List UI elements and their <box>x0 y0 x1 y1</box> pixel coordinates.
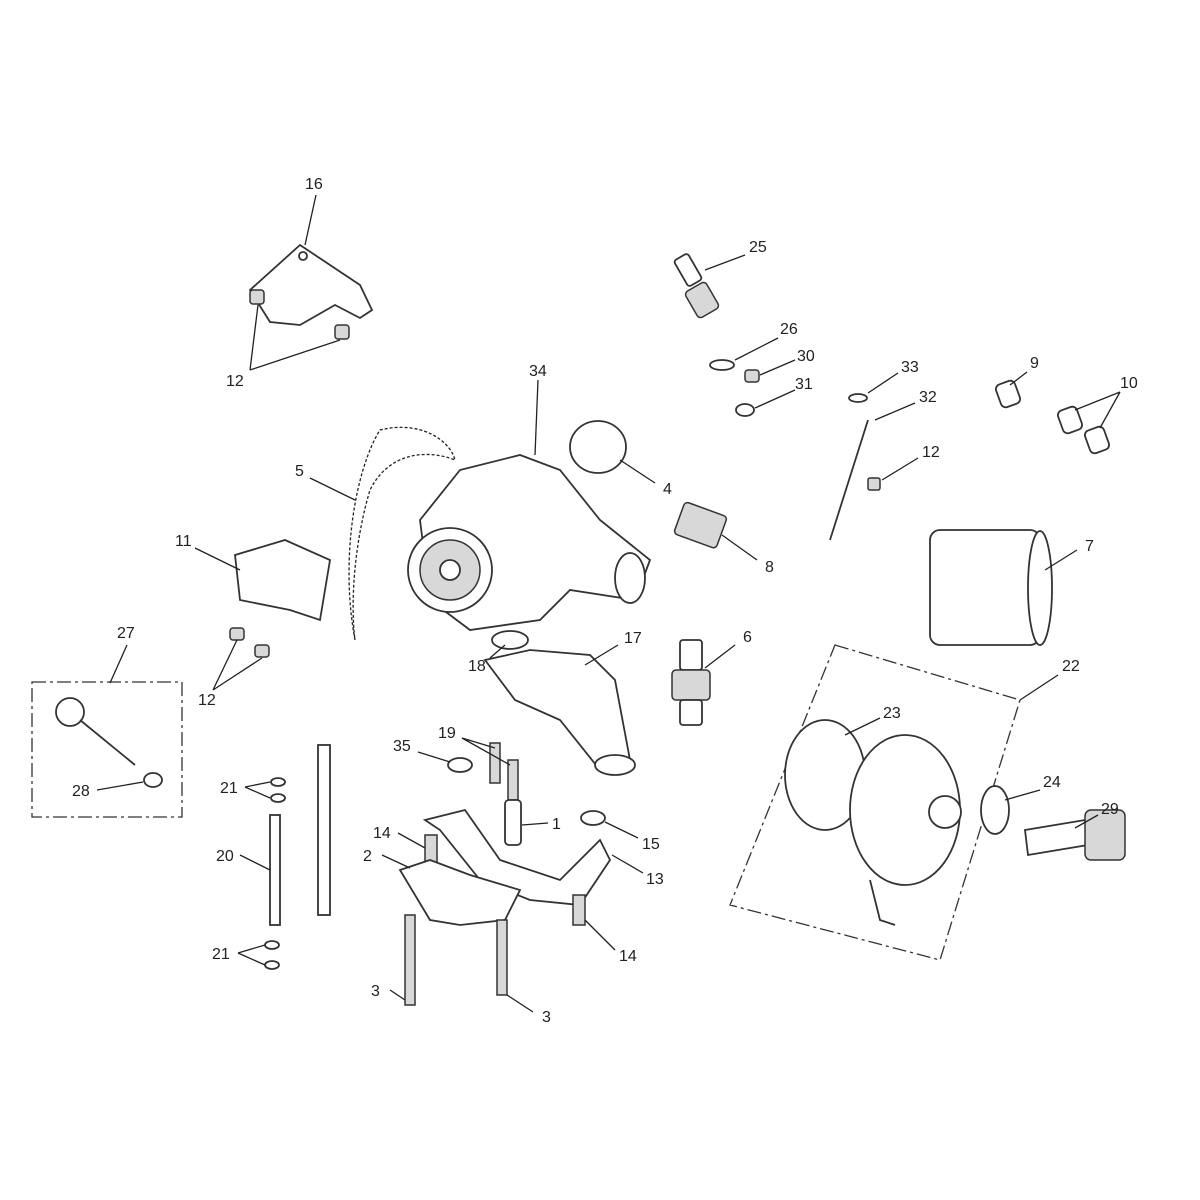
washer-24 <box>980 785 1010 835</box>
leader-lines <box>96 194 1121 1013</box>
bracket-11 <box>234 539 332 622</box>
callout-15: 15 <box>642 836 660 853</box>
callout-12: 12 <box>922 444 940 461</box>
callout-7: 7 <box>1085 538 1094 555</box>
dowel-9 <box>995 379 1021 409</box>
washer-35 <box>447 757 473 773</box>
callout-26: 26 <box>780 321 798 338</box>
pipe-13 <box>422 808 612 906</box>
plug-30 <box>744 369 760 383</box>
dipstick-tube-32 <box>829 419 869 541</box>
callout-2: 2 <box>363 848 372 865</box>
washer-26 <box>709 359 735 371</box>
dowel-10b <box>1084 425 1110 455</box>
bolt-12-left-b <box>254 644 270 658</box>
callout-32: 32 <box>919 389 937 406</box>
bolt-19b <box>507 759 519 801</box>
callout-34: 34 <box>529 363 547 380</box>
washer-33 <box>848 393 868 403</box>
oil-pickup-17 <box>483 649 636 776</box>
callout-20: 20 <box>216 848 234 865</box>
callout-35: 35 <box>393 738 411 755</box>
callout-14: 14 <box>373 825 391 842</box>
callout-5: 5 <box>295 463 304 480</box>
callout-17: 17 <box>624 630 642 647</box>
callout-12: 12 <box>198 692 216 709</box>
bolt-3b <box>496 919 508 996</box>
adaptor-8 <box>673 501 728 549</box>
callout-25: 25 <box>749 239 767 256</box>
callout-1: 1 <box>552 816 561 833</box>
callout-9: 9 <box>1030 355 1039 372</box>
callout-14: 14 <box>619 948 637 965</box>
callout-21: 21 <box>220 780 238 797</box>
bolt-12-right <box>867 477 881 491</box>
long-bolt <box>317 744 331 916</box>
dowel-1 <box>504 799 522 846</box>
washer-31 <box>735 403 755 417</box>
bolt-3a <box>404 914 416 1006</box>
callout-29: 29 <box>1101 801 1119 818</box>
callout-30: 30 <box>797 348 815 365</box>
banjo-bolt-29 <box>1024 809 1126 861</box>
callout-28: 28 <box>72 783 90 800</box>
callout-31: 31 <box>795 376 813 393</box>
chain-5 <box>348 426 456 641</box>
stud-20 <box>269 814 281 926</box>
callout-24: 24 <box>1043 774 1061 791</box>
dowel-10a <box>1057 405 1083 435</box>
kit-box-22 <box>729 644 1021 961</box>
cover-plate-16 <box>248 243 374 326</box>
callout-33: 33 <box>901 359 919 376</box>
callout-16: 16 <box>305 176 323 193</box>
o-ring-15 <box>580 810 606 826</box>
callout-4: 4 <box>663 481 672 498</box>
callout-10: 10 <box>1120 375 1138 392</box>
pressure-switch-25 <box>673 253 720 319</box>
callout-12: 12 <box>226 373 244 390</box>
callout-23: 23 <box>883 705 901 722</box>
bolt-12-left-a <box>229 627 245 641</box>
washers-21 <box>264 777 286 970</box>
pressure-relief-valve-27 <box>55 697 163 788</box>
o-ring-4 <box>569 420 627 474</box>
callout-3: 3 <box>542 1009 551 1026</box>
callout-8: 8 <box>765 559 774 576</box>
oil-pump-34 <box>407 454 652 631</box>
callout-18: 18 <box>468 658 486 675</box>
callout-22: 22 <box>1062 658 1080 675</box>
kit-box-27 <box>31 681 183 818</box>
callout-19: 19 <box>438 725 456 742</box>
callout-labels: 16 12 25 26 30 31 34 33 32 9 10 12 4 5 8… <box>72 176 1138 1026</box>
callout-11: 11 <box>175 533 192 550</box>
oil-cooler-22 <box>849 734 962 926</box>
bolt-14b <box>572 894 586 926</box>
bolt-19a <box>489 742 501 784</box>
callout-27: 27 <box>117 625 135 642</box>
oil-filter-7 <box>929 529 1053 646</box>
callout-13: 13 <box>646 871 664 888</box>
bolts-12-top <box>249 289 350 340</box>
callout-6: 6 <box>743 629 752 646</box>
callout-3: 3 <box>371 983 380 1000</box>
sender-6 <box>671 639 711 726</box>
o-ring-18 <box>491 630 529 650</box>
baffle-2 <box>398 859 522 926</box>
callout-21: 21 <box>212 946 230 963</box>
